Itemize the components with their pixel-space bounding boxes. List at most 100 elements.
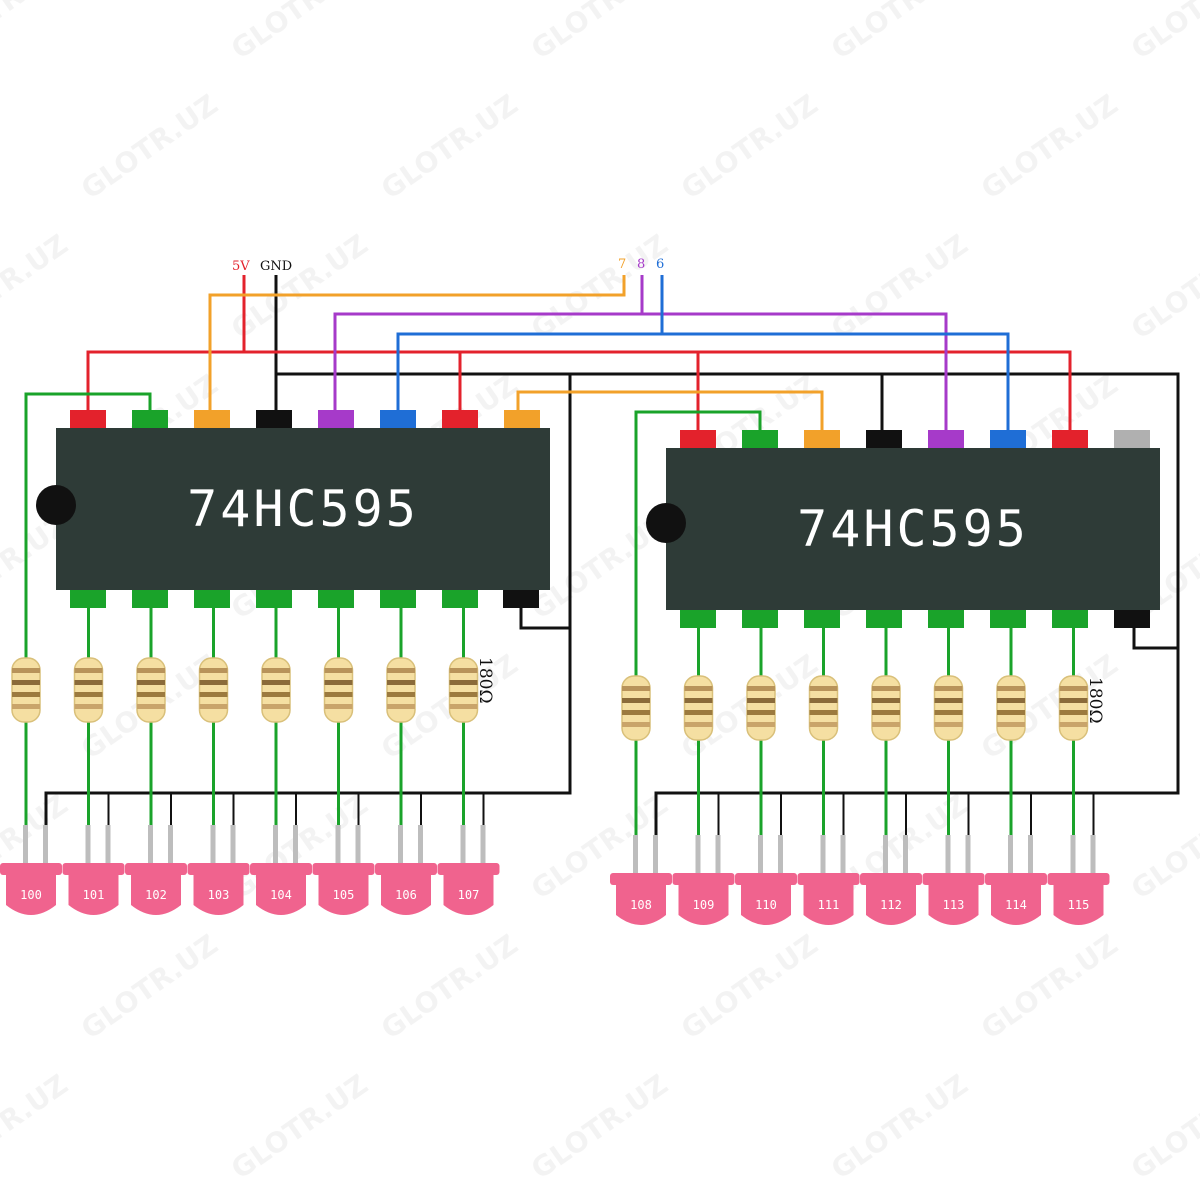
q0-wire-chip1 (24, 392, 152, 660)
chip-2-output-pin (990, 610, 1026, 628)
led-label: 100 (20, 888, 42, 902)
watermark-text: GLOTR.UZ (375, 928, 524, 1046)
led-body (256, 873, 306, 915)
chip-1-oe-pin (503, 590, 539, 608)
resistor-band (684, 686, 713, 691)
resistor-band (872, 722, 900, 727)
led-label: 107 (458, 888, 480, 902)
resistor-band (74, 680, 103, 685)
led-5: 104 (250, 863, 312, 915)
resistor-band (449, 680, 478, 685)
watermark-text: GLOTR.UZ (975, 88, 1124, 206)
resistor-band (809, 698, 838, 703)
led-body (131, 873, 181, 915)
led-label: 111 (818, 898, 840, 912)
led-rim (922, 873, 985, 885)
led-leg (460, 825, 466, 865)
led-leg (778, 835, 783, 875)
resistor-body (996, 675, 1026, 741)
led-rim (62, 863, 125, 875)
led-leg (965, 835, 971, 875)
vcc-bus-wire (86, 350, 1072, 440)
led-rim (125, 863, 187, 875)
resistor-band (872, 710, 900, 715)
led-body (928, 883, 979, 925)
chip-label: 74HC595 (797, 500, 1029, 558)
resistor-band (137, 704, 165, 709)
chip-notch (36, 485, 76, 525)
chip-2-output-pin (1052, 610, 1088, 628)
led-13: 112 (860, 873, 922, 925)
resistor-body (683, 675, 714, 741)
watermark-text: GLOTR.UZ (525, 228, 674, 346)
led-label: 108 (630, 898, 652, 912)
chip-2-clock-pin (990, 430, 1026, 448)
led-2: 101 (62, 863, 125, 915)
chip-2-q7s-pin (1114, 430, 1150, 448)
power-labels: 5V GND 7 8 6 (232, 257, 664, 274)
chip-2-output-pin (680, 610, 716, 628)
led-body (318, 873, 369, 915)
resistor-band (324, 680, 353, 685)
resistor-band (809, 710, 838, 715)
resistor-band (872, 698, 900, 703)
led-leg (23, 825, 28, 865)
led-leg (695, 835, 701, 875)
led-6: 105 (312, 863, 375, 915)
resistor-body (136, 657, 166, 723)
chip-2-output-pin (928, 610, 964, 628)
resistor-band (449, 704, 478, 709)
resistor-9 (621, 675, 651, 741)
resistor-band (449, 692, 478, 697)
led-10: 109 (672, 873, 735, 925)
gnd-label: GND (260, 259, 292, 274)
led-label: 115 (1068, 898, 1090, 912)
chip-body (666, 448, 1160, 610)
q0-wire-chip2 (634, 410, 762, 680)
resistor-2 (73, 657, 104, 723)
chip-2-latch-pin (928, 430, 964, 448)
chip-1-output-pin (380, 590, 416, 608)
chip-2-vcc-pin (680, 430, 716, 448)
resistor-4 (198, 657, 229, 723)
chip-2-mr-pin (1052, 430, 1088, 448)
led-rim (0, 863, 62, 875)
resistor-band (324, 704, 353, 709)
resistor-band (809, 686, 838, 691)
chip-2-gnd-pin (866, 430, 902, 448)
led-rim (672, 873, 735, 885)
led-label: 103 (208, 888, 230, 902)
led-leg (168, 825, 173, 865)
led-rim (250, 863, 312, 875)
led-4: 103 (187, 863, 250, 915)
led-leg (840, 835, 846, 875)
watermark-text: GLOTR.UZ (75, 88, 224, 206)
resistor-band (12, 704, 40, 709)
resistor-8 (448, 657, 479, 723)
chip-1-output-pin (442, 590, 478, 608)
led-body (381, 873, 431, 915)
resistor-body (1058, 675, 1089, 741)
resistor-band (387, 692, 415, 697)
led-leg (273, 825, 278, 865)
resistor-band (809, 722, 838, 727)
resistor-body (746, 675, 776, 741)
data-wire (208, 275, 626, 420)
resistor-16 (1058, 675, 1089, 741)
chip-1-mr-pin (442, 410, 478, 428)
led-leg (293, 825, 298, 865)
resistor-band (262, 692, 290, 697)
watermark-text: GLOTR.UZ (0, 0, 74, 66)
resistor-band (1059, 710, 1088, 715)
resistor-body (73, 657, 104, 723)
led-body (443, 873, 494, 915)
led-rim (860, 873, 922, 885)
control-pin-label-3: 6 (656, 257, 664, 272)
resistor-band (387, 680, 415, 685)
resistor-10 (683, 675, 714, 741)
led-leg (820, 835, 826, 875)
led-rim (437, 863, 500, 875)
chip-2-output-pin (742, 610, 778, 628)
resistor-3 (136, 657, 166, 723)
